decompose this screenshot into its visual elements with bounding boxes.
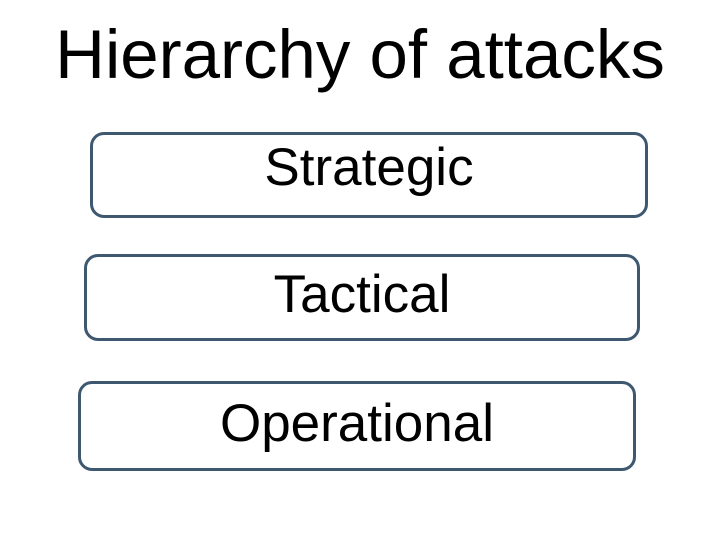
page-title: Hierarchy of attacks	[55, 16, 665, 93]
hierarchy-box-operational-label: Operational	[219, 393, 494, 453]
hierarchy-box-tactical: Tactical	[84, 254, 640, 341]
hierarchy-box-operational: Operational	[78, 381, 636, 471]
hierarchy-box-strategic: Strategic	[90, 132, 648, 218]
hierarchy-box-strategic-label: Strategic	[264, 137, 474, 197]
hierarchy-box-tactical-label: Tactical	[273, 265, 451, 324]
